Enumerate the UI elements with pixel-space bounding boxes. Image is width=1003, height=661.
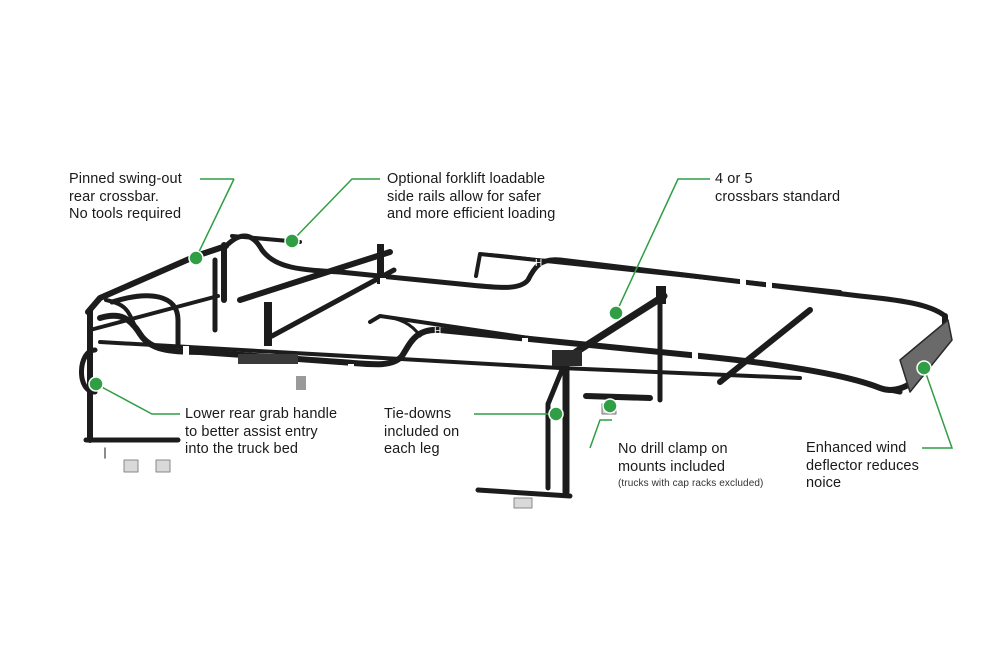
hotspot-deflector xyxy=(916,360,932,376)
leader-swing-out xyxy=(195,178,235,259)
hotspot-tie-downs xyxy=(548,406,564,422)
callout-line: to better assist entry xyxy=(185,423,318,440)
callout-swing-out-crossbar: Pinned swing-out rear crossbar. No tools… xyxy=(69,171,182,224)
callout-line: Lower rear grab handle xyxy=(185,406,338,422)
leader-crossbars xyxy=(615,178,710,314)
hotspot-grab-handle xyxy=(88,376,104,392)
callout-line: included on xyxy=(384,423,460,440)
callout-line: Pinned swing-out xyxy=(69,171,182,187)
svg-text:H: H xyxy=(535,258,542,269)
callout-line: 4 or 5 xyxy=(715,171,753,187)
leader-forklift xyxy=(291,178,380,242)
callout-footnote: (trucks with cap racks excluded) xyxy=(618,478,764,489)
callout-line: No drill clamp on xyxy=(618,441,728,457)
hotspot-forklift xyxy=(284,233,300,249)
callout-crossbars: 4 or 5 crossbars standard xyxy=(715,171,840,206)
callout-line: rear crossbar. xyxy=(69,188,160,205)
svg-text:H: H xyxy=(434,326,441,337)
callout-line: mounts included xyxy=(618,458,726,475)
callout-wind-deflector: Enhanced wind deflector reduces noice xyxy=(806,440,919,493)
leader-grab-handle xyxy=(95,383,180,415)
callout-line: side rails allow for safer xyxy=(387,188,542,205)
callout-line: Optional forklift loadable xyxy=(387,171,546,187)
hotspot-swing-out xyxy=(188,250,204,266)
callout-line: and more efficient loading xyxy=(387,206,556,222)
callout-forklift-side-rails: Optional forklift loadable side rails al… xyxy=(387,171,555,224)
callout-line: deflector reduces xyxy=(806,457,919,474)
hotspot-crossbars xyxy=(608,305,624,321)
callout-line: No tools required xyxy=(69,206,182,222)
callout-line: Tie-downs xyxy=(384,406,452,422)
leader-deflector xyxy=(922,367,954,449)
callout-no-drill-clamp: No drill clamp on mounts included (truck… xyxy=(618,441,763,490)
callout-grab-handle: Lower rear grab handle to better assist … xyxy=(185,406,337,459)
callout-line: crossbars standard xyxy=(715,188,841,205)
callout-tie-downs: Tie-downs included on each leg xyxy=(384,406,459,459)
callout-line: into the truck bed xyxy=(185,441,299,457)
hotspot-clamp xyxy=(602,398,618,414)
callout-line: Enhanced wind xyxy=(806,440,907,456)
leader-clamp xyxy=(589,419,612,449)
callout-line: each leg xyxy=(384,441,440,457)
callout-line: noice xyxy=(806,475,842,491)
